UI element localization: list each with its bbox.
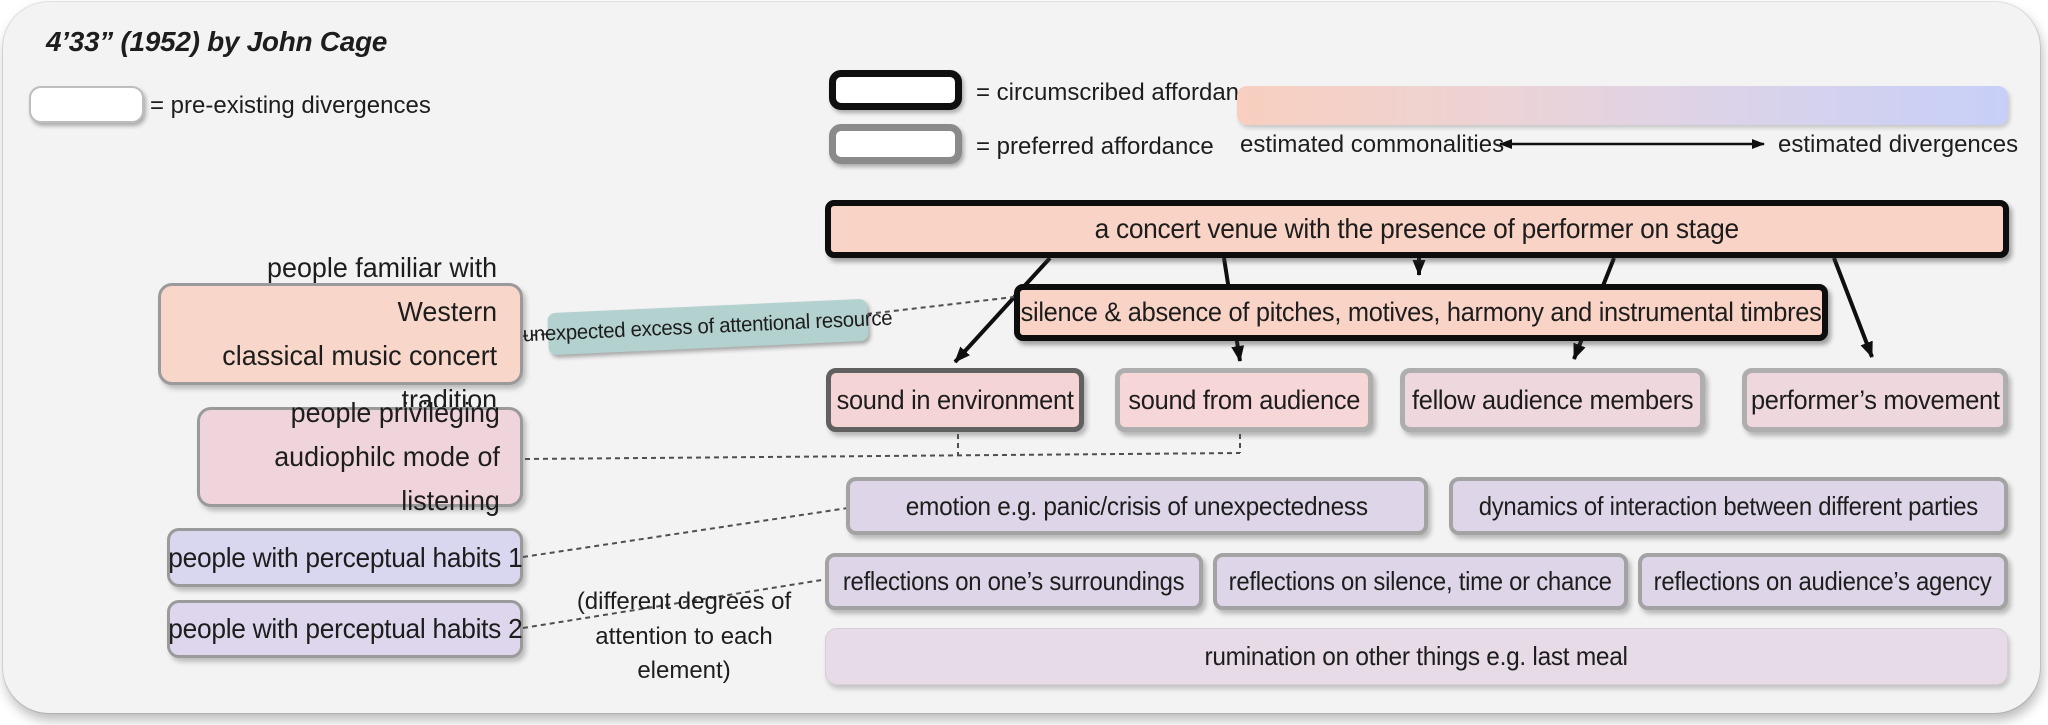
response-emotion-label: emotion e.g. panic/crisis of unexpectedn… [905, 490, 1369, 521]
attention-degrees-note-label: (different degrees of attention to each … [576, 587, 792, 685]
commonality-divergence-gradient-bar [1237, 86, 2008, 125]
response-reflections-agency: reflections on audience’s agency [1638, 553, 2008, 610]
annotation-attentional-resource-label: unexpected excess of attentional resourc… [522, 306, 894, 347]
node-concert-venue-label: a concert venue with the presence of per… [1094, 213, 1740, 244]
response-dynamics-interaction-label: dynamics of interaction between differen… [1478, 490, 1979, 521]
response-reflections-silence: reflections on silence, time or chance [1213, 553, 1628, 610]
node-silence: silence & absence of pitches, motives, h… [1014, 284, 1828, 341]
audience-perceptual-habits-2: people with perceptual habits 2 [167, 600, 523, 658]
legend-preferred-swatch [829, 124, 962, 164]
response-reflections-silence-label: reflections on silence, time or chance [1228, 566, 1613, 596]
response-reflections-surroundings-label: reflections on one’s surroundings [843, 566, 1185, 596]
audience-audiophile-listening: people privileging audiophilc mode of li… [197, 397, 523, 516]
audience-audiophile-listening-label: people privileging audiophilc mode of li… [274, 396, 500, 517]
response-reflections-agency-label: reflections on audience’s agency [1654, 566, 1992, 596]
legend-pre-existing-label: = pre-existing divergences [150, 92, 431, 119]
response-dynamics-interaction: dynamics of interaction between differen… [1449, 477, 2008, 535]
attention-degrees-note: (different degrees of attention to each … [548, 588, 820, 685]
legend-preferred-label: = preferred affordance [976, 133, 1214, 160]
node-fellow-audience-members-label: fellow audience members [1411, 384, 1694, 415]
response-rumination: rumination on other things e.g. last mea… [825, 628, 2008, 685]
audience-western-tradition: people familiar with Western classical m… [158, 252, 523, 415]
response-emotion: emotion e.g. panic/crisis of unexpectedn… [846, 477, 1428, 535]
page-title: 4’33” (1952) by John Cage [46, 26, 388, 57]
audience-perceptual-habits-2-label: people with perceptual habits 2 [167, 613, 523, 644]
response-reflections-surroundings: reflections on one’s surroundings [825, 553, 1203, 610]
legend-circumscribed-label: = circumscribed affordance [976, 79, 1265, 106]
audience-perceptual-habits-1: people with perceptual habits 1 [167, 528, 523, 587]
response-rumination-label: rumination on other things e.g. last mea… [1204, 641, 1629, 671]
node-silence-label: silence & absence of pitches, motives, h… [1020, 297, 1822, 327]
node-sound-in-environment: sound in environment [826, 368, 1084, 432]
node-sound-from-audience: sound from audience [1115, 368, 1373, 432]
legend-pre-existing-swatch [29, 86, 144, 123]
spectrum-left-label: estimated commonalities [1240, 131, 1505, 158]
node-sound-from-audience-label: sound from audience [1128, 384, 1360, 415]
node-performers-movement: performer’s movement [1742, 368, 2008, 432]
node-sound-in-environment-label: sound in environment [836, 384, 1074, 415]
node-fellow-audience-members: fellow audience members [1400, 368, 1705, 432]
spectrum-right-label: estimated divergences [1778, 131, 2019, 158]
legend-circumscribed-swatch [829, 70, 962, 110]
node-concert-venue: a concert venue with the presence of per… [825, 200, 2009, 258]
audience-perceptual-habits-1-label: people with perceptual habits 1 [167, 541, 523, 573]
node-performers-movement-label: performer’s movement [1750, 384, 2000, 415]
audience-western-tradition-label: people familiar with Western classical m… [222, 251, 498, 416]
